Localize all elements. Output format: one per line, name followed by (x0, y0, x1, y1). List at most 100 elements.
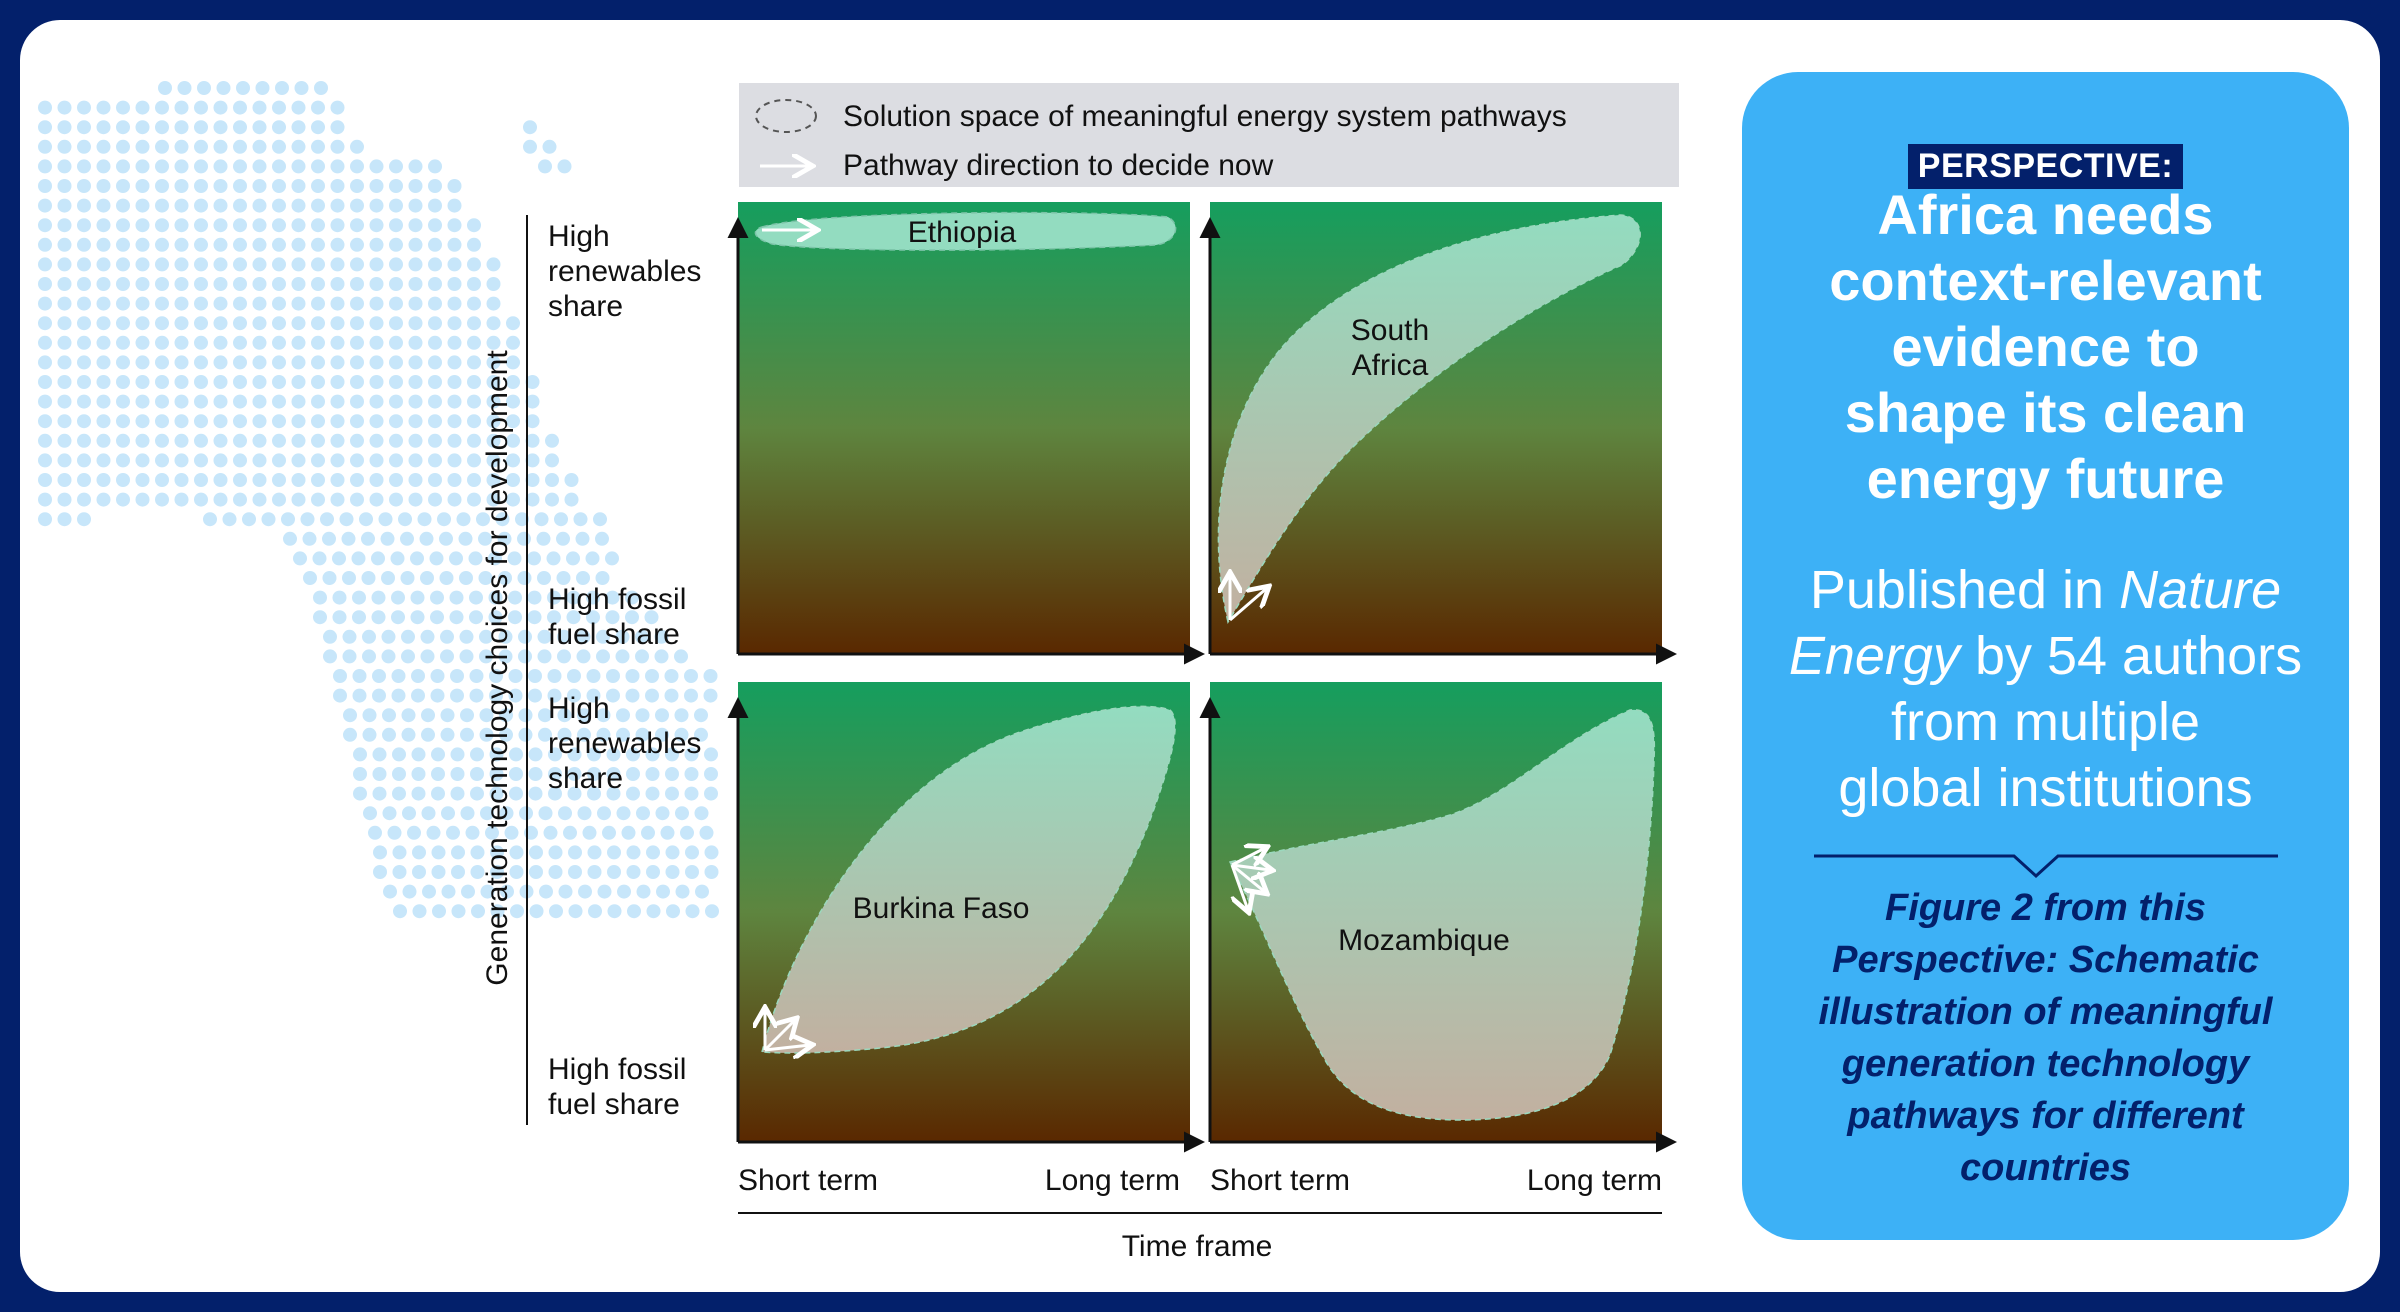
map-dot (459, 629, 474, 644)
map-dot (272, 473, 286, 487)
map-dot (509, 786, 523, 801)
map-dot (155, 394, 169, 409)
map-dot (155, 473, 169, 487)
map-dot (621, 825, 636, 840)
map-dot (350, 179, 364, 193)
map-dot (116, 375, 130, 389)
map-dot (518, 649, 532, 664)
map-dot (402, 884, 417, 899)
map-dot (291, 100, 306, 115)
map-dot (467, 355, 481, 370)
map-dot (490, 904, 505, 919)
map-dot (646, 865, 660, 879)
map-dot (507, 551, 522, 566)
map-dot (391, 688, 406, 703)
map-dot (428, 492, 442, 507)
map-dot (490, 865, 504, 879)
map-dot (529, 845, 543, 860)
map-dot (467, 277, 481, 291)
map-dot (506, 473, 520, 487)
map-dot (77, 139, 91, 154)
map-dot (194, 316, 208, 331)
map-dot (194, 414, 208, 429)
map-dot (291, 394, 306, 409)
map-dot (408, 198, 423, 213)
map-dot (174, 100, 189, 115)
map-dot (135, 492, 150, 507)
map-dot (528, 786, 543, 801)
map-dot (311, 394, 325, 409)
map-dot (596, 708, 611, 723)
map-dot (323, 649, 337, 664)
map-dot (77, 492, 91, 507)
map-dot (369, 277, 384, 291)
map-dot (194, 375, 208, 389)
map-dot (57, 375, 72, 389)
map-dot (596, 727, 611, 742)
map-dot (135, 453, 150, 468)
map-dot (116, 433, 130, 448)
map-dot (213, 257, 228, 272)
map-dot (428, 277, 442, 291)
map-dot (684, 747, 699, 762)
map-dot (252, 473, 267, 487)
map-dot (96, 218, 111, 233)
map-dot (392, 865, 407, 879)
map-dot (428, 394, 442, 409)
map-dot (291, 277, 306, 291)
map-dot (536, 531, 551, 546)
map-dot (391, 590, 405, 605)
map-dot (506, 492, 520, 507)
map-dot (596, 629, 610, 644)
map-dot (467, 453, 481, 468)
map-dot (272, 139, 286, 154)
map-dot (389, 218, 403, 233)
map-dot (174, 492, 189, 507)
map-dot (548, 786, 562, 801)
map-dot (330, 179, 345, 193)
map-dot (343, 708, 357, 723)
map-dot (174, 159, 189, 174)
map-dot (486, 316, 501, 331)
map-dot (252, 375, 267, 389)
map-dot (664, 669, 679, 683)
map-dot (470, 767, 484, 781)
map-dot (447, 179, 462, 193)
legend-box (739, 83, 1679, 187)
map-dot (330, 453, 345, 468)
map-dot (77, 375, 91, 389)
map-dot (557, 708, 572, 723)
map-dot (626, 786, 640, 801)
map-dot (135, 375, 150, 389)
map-dot (675, 806, 689, 821)
map-dot (213, 296, 228, 311)
map-dot (654, 649, 669, 664)
map-dot (116, 316, 130, 331)
map-dot (428, 433, 442, 448)
map-dot (479, 727, 494, 742)
map-dot (508, 669, 523, 683)
map-dot (57, 277, 72, 291)
map-dot (479, 708, 494, 723)
map-dot (447, 433, 462, 448)
map-dot (428, 218, 442, 233)
map-dot (294, 81, 309, 95)
map-dot (311, 492, 325, 507)
map-dot (194, 492, 208, 507)
map-dot (350, 237, 364, 252)
map-dot (353, 767, 367, 781)
map-dot (479, 629, 493, 644)
map-dot (38, 277, 52, 291)
map-dot (563, 825, 577, 840)
panel-mozambique-label: Mozambique (1338, 924, 1510, 957)
map-dot (213, 277, 228, 291)
journal-name-part1: Nature (2119, 560, 2282, 620)
map-dot (548, 845, 563, 860)
map-dot (525, 492, 540, 507)
map-dot (421, 727, 435, 742)
map-dot (38, 394, 52, 409)
map-dot (291, 179, 306, 193)
map-dot (431, 845, 446, 860)
